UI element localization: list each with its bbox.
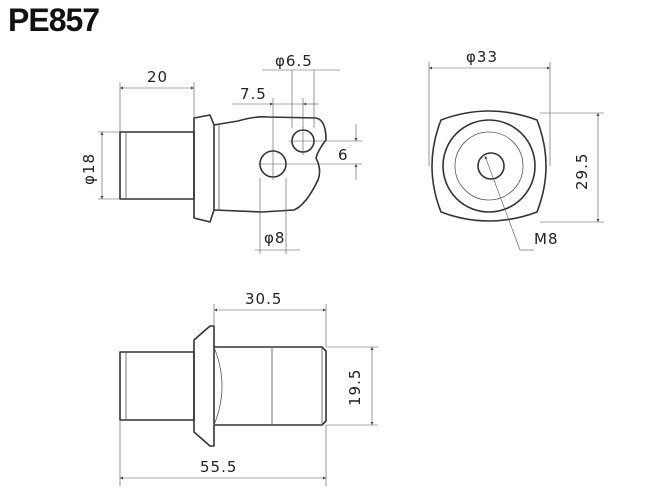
end-view: φ33 29.5 M8	[428, 48, 604, 251]
bottom-flange-outline	[193, 325, 215, 447]
dim-shaft-dia: φ18	[80, 153, 98, 185]
bottom-view: 30.5 19.5 55.5	[119, 290, 378, 486]
dim-thread: M8	[534, 230, 559, 248]
dim-outer-dia: φ33	[466, 48, 498, 66]
flange-outline	[193, 114, 215, 223]
dim-hole-spacing: 6	[338, 146, 349, 164]
dim-head-height: 19.5	[346, 369, 364, 406]
bottom-head-outline	[214, 346, 327, 426]
head-outline	[213, 116, 327, 213]
dim-flat-height: 29.5	[573, 153, 591, 190]
side-view: 20 φ6.5 7.5 6 φ18 φ8	[80, 52, 362, 254]
dim-hole-small: φ6.5	[275, 52, 313, 70]
part-number-title: PE857	[8, 2, 100, 38]
dim-total-length: 55.5	[200, 458, 237, 476]
dim-head-length: 30.5	[245, 290, 282, 308]
end-outer-outline	[431, 110, 547, 222]
dim-length-20: 20	[147, 68, 168, 86]
end-inner-ring	[442, 119, 536, 213]
bottom-shaft-outline	[119, 351, 195, 421]
thread-hole	[477, 152, 505, 180]
shaft-outline	[119, 131, 195, 200]
dim-hole-offset: 7.5	[240, 85, 267, 103]
dim-hole-large: φ8	[264, 229, 285, 247]
